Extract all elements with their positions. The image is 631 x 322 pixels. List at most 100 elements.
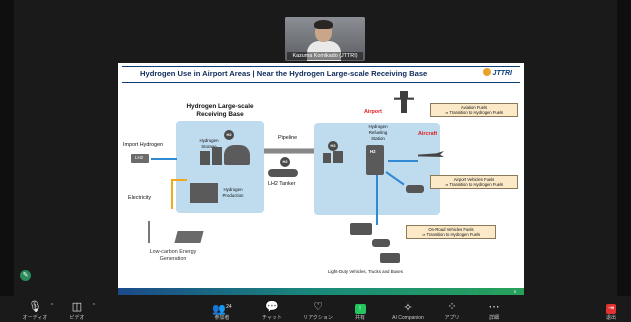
leave-button[interactable]: ⇥ 退出 xyxy=(595,301,627,321)
light-duty-label: Light-Duty Vehicles, Trucks and Buses xyxy=(328,269,403,274)
factory-icon xyxy=(190,183,218,203)
audio-button[interactable]: 🎙 オーディオ ^ xyxy=(15,301,55,321)
more-icon: ⋯ xyxy=(488,301,500,313)
low-carbon-label-1: Low-carbon Energy xyxy=(149,249,197,255)
import-hydrogen-label: Import Hydrogen xyxy=(123,142,164,148)
airport-vehicles-line-2: ⇒ Transition to Hydrogen Fuels xyxy=(444,182,504,187)
storage-tank-icon-b xyxy=(212,147,222,165)
shared-screen-slide: Hydrogen Use in Airport Areas | Near the… xyxy=(118,63,524,295)
h2-badge-station: H2 xyxy=(328,141,338,151)
ship-icon xyxy=(131,154,149,163)
wind-turbine-icon xyxy=(148,221,150,243)
reactions-label: リアクション xyxy=(303,315,333,321)
participant-body xyxy=(307,41,341,61)
electricity-arrow-head xyxy=(171,179,187,181)
participant-name: Kazuma Komikado (JTTRI) xyxy=(287,52,363,60)
logo-text: JTTRI xyxy=(492,70,512,77)
bus-icon xyxy=(350,223,372,235)
participant-video[interactable]: Kazuma Komikado (JTTRI) xyxy=(285,17,365,61)
hydrogen-storage-label-1: Hydrogen xyxy=(199,138,219,143)
ship-lh2-label: LH2 xyxy=(135,155,144,160)
slide-title: Hydrogen Use in Airport Areas | Near the… xyxy=(140,69,428,78)
ai-companion-button[interactable]: ✧ AI Companion xyxy=(385,302,431,321)
participants-count: 24 xyxy=(226,304,232,310)
import-arrow xyxy=(151,158,177,160)
participants-button[interactable]: 👥24 参加者 xyxy=(202,301,242,321)
solar-panel-icon xyxy=(174,231,204,243)
annotate-pencil-icon[interactable]: ✎ xyxy=(20,270,31,281)
slide-logo: JTTRI xyxy=(482,68,512,77)
camera-icon: ◫ xyxy=(71,301,83,313)
station-to-road-arrow xyxy=(376,175,378,225)
apps-icon: ⁘ xyxy=(447,301,457,313)
electricity-arrow xyxy=(171,179,173,209)
leave-label: 退出 xyxy=(605,315,616,321)
station-label-3: Station xyxy=(371,136,385,141)
slide-title-rule xyxy=(122,82,520,83)
airport-vehicles-line-1: Airport Vehicles Fuels xyxy=(453,177,495,182)
share-screen-icon: ↑ xyxy=(340,301,380,314)
audio-chevron-icon[interactable]: ^ xyxy=(50,303,53,309)
airport-vehicle-icon xyxy=(406,185,424,193)
chat-button[interactable]: 💬 チャット xyxy=(252,301,292,321)
aviation-fuels-line-2: ⇒ Transition to Hydrogen Fuels xyxy=(444,110,504,115)
dispenser-icon xyxy=(366,145,384,175)
reactions-button[interactable]: ♡ リアクション xyxy=(298,301,338,321)
station-to-aircraft-arrow xyxy=(388,160,418,162)
pipeline-label: Pipeline xyxy=(278,135,298,141)
more-label: 詳細 xyxy=(488,315,499,321)
storage-tank-icon-a xyxy=(200,151,210,165)
h2-badge-tanker: H2 xyxy=(280,157,290,167)
lh2-tanker-label: LH2 Tanker xyxy=(268,181,296,187)
hydrogen-production-label-1: Hydrogen xyxy=(223,187,243,192)
hydrogen-production-label-2: Production xyxy=(222,193,244,198)
share-button[interactable]: ↑ 共有 xyxy=(340,301,380,321)
video-button[interactable]: ◫ ビデオ ^ xyxy=(57,301,97,321)
station-label-2: Refueling xyxy=(368,130,388,135)
audio-label: オーディオ xyxy=(22,315,48,321)
logo-icon xyxy=(482,68,491,76)
video-chevron-icon[interactable]: ^ xyxy=(92,303,95,309)
chat-icon: 💬 xyxy=(265,301,279,313)
video-label: ビデオ xyxy=(69,315,85,321)
low-carbon-label-2: Generation xyxy=(159,256,187,262)
slide-page-number: 5 xyxy=(513,289,516,294)
aviation-fuels-callout: Aviation Fuels ⇒ Transition to Hydrogen … xyxy=(430,103,518,117)
onroad-vehicles-line-2: ⇒ Transition to Hydrogen Fuels xyxy=(421,232,481,237)
car-icon xyxy=(372,239,390,247)
sparkle-icon: ✧ xyxy=(403,302,413,314)
participant-hair xyxy=(314,20,333,29)
dispenser-h2-label: H2 xyxy=(370,149,376,154)
left-gutter xyxy=(0,0,14,296)
apps-button[interactable]: ⁘ アプリ xyxy=(432,301,472,321)
onroad-vehicles-line-1: On-Road Vehicles Fuels xyxy=(428,227,474,232)
aircraft-label: Aircraft xyxy=(418,131,438,137)
station-label-1: Hydrogen xyxy=(368,124,388,129)
ai-companion-label: AI Companion xyxy=(392,315,424,321)
microphone-icon: 🎙 xyxy=(28,301,42,313)
receiving-base-title-1: Hydrogen Large-scale xyxy=(186,103,254,110)
tanker-truck-icon xyxy=(268,169,298,177)
right-gutter xyxy=(617,0,631,296)
h2-badge-storage: H2 xyxy=(224,130,234,140)
hydrogen-storage-label-2: Storage xyxy=(201,144,217,149)
control-tower-icon xyxy=(394,91,414,113)
aircraft-icon xyxy=(418,151,444,157)
truck-icon xyxy=(380,253,400,263)
station-tank-icon-a xyxy=(323,153,331,163)
onroad-vehicles-callout: On-Road Vehicles Fuels ⇒ Transition to H… xyxy=(406,225,496,239)
airport-vehicles-callout: Airport Vehicles Fuels ⇒ Transition to H… xyxy=(430,175,518,189)
slide-top-rule xyxy=(122,66,520,67)
receiving-base-title-2: Receiving Base xyxy=(196,111,244,118)
more-button[interactable]: ⋯ 詳細 xyxy=(474,301,514,321)
heart-icon: ♡ xyxy=(313,301,323,313)
station-tank-icon-b xyxy=(333,151,343,163)
leave-icon: ⇥ xyxy=(595,301,627,314)
storage-sphere-icon xyxy=(224,145,250,165)
slide-footer-bar xyxy=(118,288,524,295)
share-label: 共有 xyxy=(354,315,365,321)
pipeline-icon xyxy=(264,148,322,154)
participants-icon: 👥24 xyxy=(212,303,232,316)
apps-label: アプリ xyxy=(444,315,460,321)
